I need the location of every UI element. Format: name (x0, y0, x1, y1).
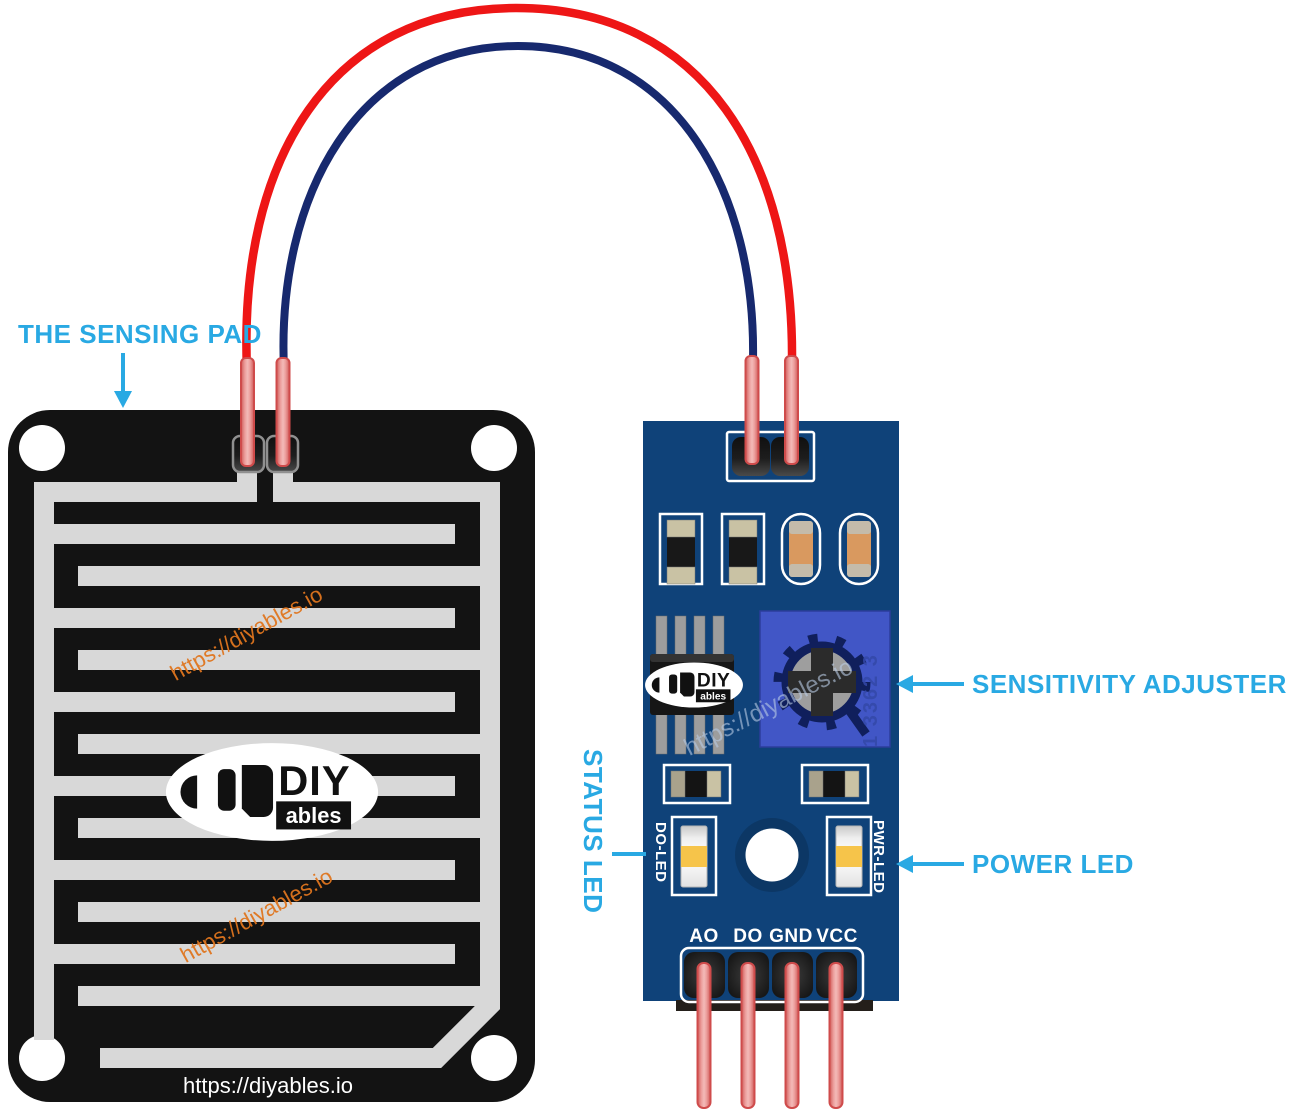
power-led-arrow-head (896, 855, 913, 873)
pin-label-vcc: VCC (816, 926, 858, 947)
mounting-hole (745, 828, 799, 882)
module-bottom-edge (676, 1000, 873, 1011)
pad-footer-url: https://diyables.io (183, 1073, 353, 1098)
sensor-module: 1 3362 3 DO-LED PWR-LED (643, 421, 899, 1011)
pwr-led-label: PWR-LED (870, 820, 887, 894)
status-led-label: STATUS LED (578, 749, 608, 913)
smd-components (658, 512, 880, 586)
callouts: THE SENSING PAD SENSITIVITY ADJUSTER POW… (18, 319, 1287, 913)
connector-pins (240, 355, 844, 1109)
pin-label-ao: AO (689, 926, 719, 947)
comparator-ic (645, 615, 743, 755)
diyables-logo-module (645, 662, 743, 708)
pad-pin-right (275, 357, 291, 467)
ic-legs (655, 615, 725, 755)
sensing-pad-arrow-head (114, 391, 132, 408)
mounting-holes (19, 425, 517, 1081)
power-led-label: POWER LED (972, 849, 1134, 879)
potentiometer-teeth (773, 633, 871, 731)
sensitivity-adjuster-label: SENSITIVITY ADJUSTER (972, 669, 1287, 699)
do-led-label: DO-LED (652, 822, 669, 883)
pin-label-gnd: GND (769, 926, 813, 947)
sensing-pad-label: THE SENSING PAD (18, 319, 262, 349)
potentiometer-marking: 1 3362 3 (860, 653, 882, 747)
status-led: DO-LED (652, 815, 718, 897)
red-wire (242, 3, 797, 375)
ic-body-rim (650, 654, 734, 662)
pin-labels: AO DO GND VCC (689, 926, 858, 947)
status-led-emitter (681, 846, 707, 867)
rain-sensing-pad: https://diyables.io https://diyables.io … (8, 410, 535, 1102)
power-led: PWR-LED (825, 815, 887, 897)
power-led-emitter (836, 846, 862, 867)
module-pin-vcc (828, 962, 844, 1109)
module-pin-ao (696, 962, 712, 1109)
pin-label-do: DO (733, 926, 763, 947)
module-top-pin-right (784, 355, 799, 465)
lower-resistors (662, 763, 870, 805)
pad-pin-left (240, 357, 255, 467)
top-header (725, 430, 816, 483)
module-pin-do (740, 962, 756, 1109)
module-pin-gnd (784, 962, 800, 1109)
diyables-logo-pad (165, 743, 379, 841)
sensitivity-arrow-head (896, 675, 913, 693)
blue-wire (279, 41, 758, 374)
potentiometer-tab (845, 707, 870, 737)
dial-cross-v (811, 648, 833, 716)
jumper-wires (242, 3, 797, 375)
sensitivity-potentiometer: 1 3362 3 (759, 610, 891, 748)
module-top-pin-left (744, 355, 760, 465)
